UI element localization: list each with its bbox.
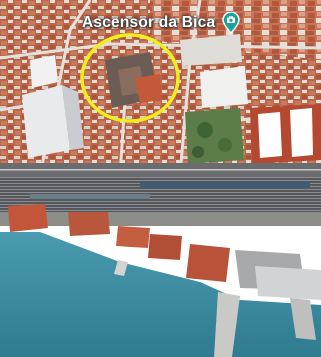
place-name[interactable]: Ascensor da Bica [82, 14, 216, 31]
dock-building [8, 204, 48, 232]
place-label[interactable]: Ascensor da Bica [82, 12, 241, 34]
office-building [22, 85, 70, 158]
highlight-circle [80, 33, 180, 123]
camera-pin-icon[interactable] [221, 12, 241, 34]
pier [214, 292, 240, 357]
tagus-river [0, 232, 321, 357]
warehouse [200, 66, 248, 108]
waterfront-road [0, 212, 321, 226]
